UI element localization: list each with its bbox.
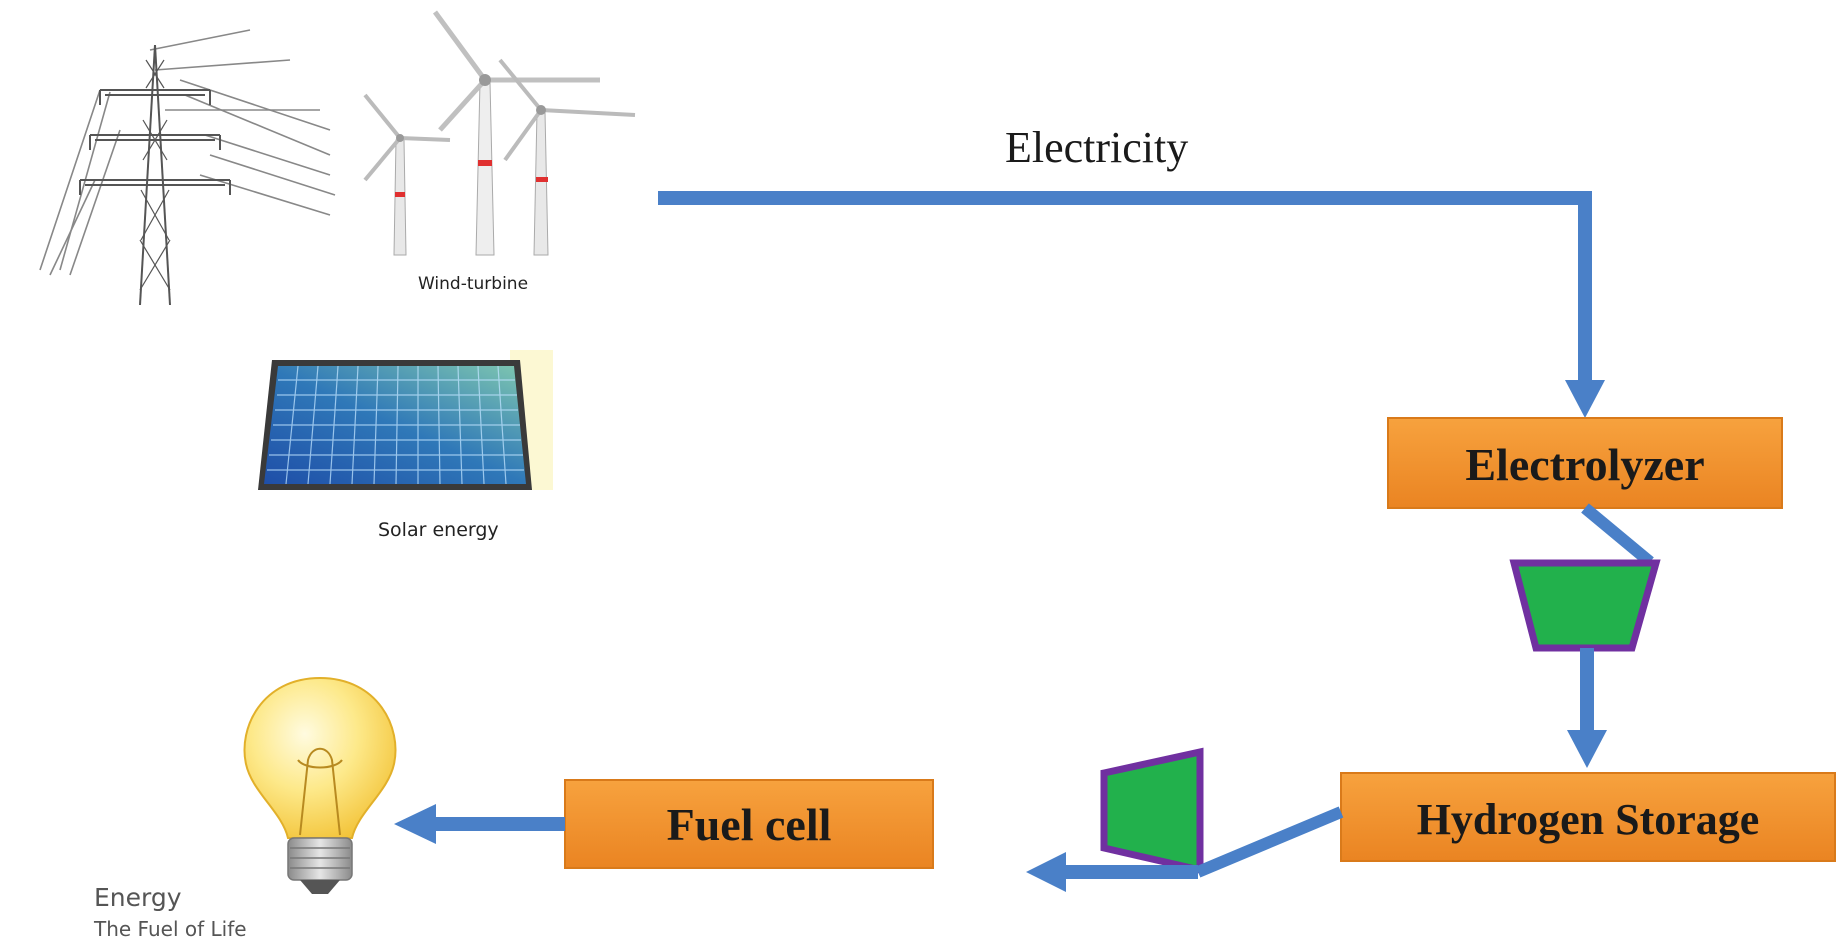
wind-turbine-icon (363, 10, 636, 256)
electrolyzer-box: Electrolyzer (1387, 417, 1783, 509)
hydrogen-storage-label: Hydrogen Storage (1417, 795, 1760, 844)
solar-panel-icon (258, 350, 553, 490)
fuel-cell-label: Fuel cell (667, 799, 832, 850)
energy-title: Energy (94, 883, 182, 912)
fuel-cell-box: Fuel cell (564, 779, 934, 869)
fuelcell-to-bulb-arrow (394, 804, 565, 844)
electricity-arrow (658, 191, 1605, 418)
solar-energy-label: Solar energy (378, 519, 499, 541)
wind-turbine-label: Wind-turbine (418, 274, 528, 294)
hydrogen-storage-box: Hydrogen Storage (1340, 772, 1836, 862)
storage-to-fuelcell-arrow (1026, 806, 1344, 892)
electrolyzer-to-compressor-line (1581, 503, 1654, 567)
light-bulb-icon (243, 676, 397, 894)
electrolyzer-label: Electrolyzer (1465, 439, 1704, 490)
transmission-tower-icon (39, 29, 336, 306)
energy-subtitle: The Fuel of Life (93, 917, 247, 941)
compressor-icon (1100, 747, 1204, 875)
electricity-label: Electricity (1005, 123, 1188, 172)
compressor-icon (1509, 559, 1661, 652)
compressor-to-storage-arrow (1567, 648, 1607, 768)
